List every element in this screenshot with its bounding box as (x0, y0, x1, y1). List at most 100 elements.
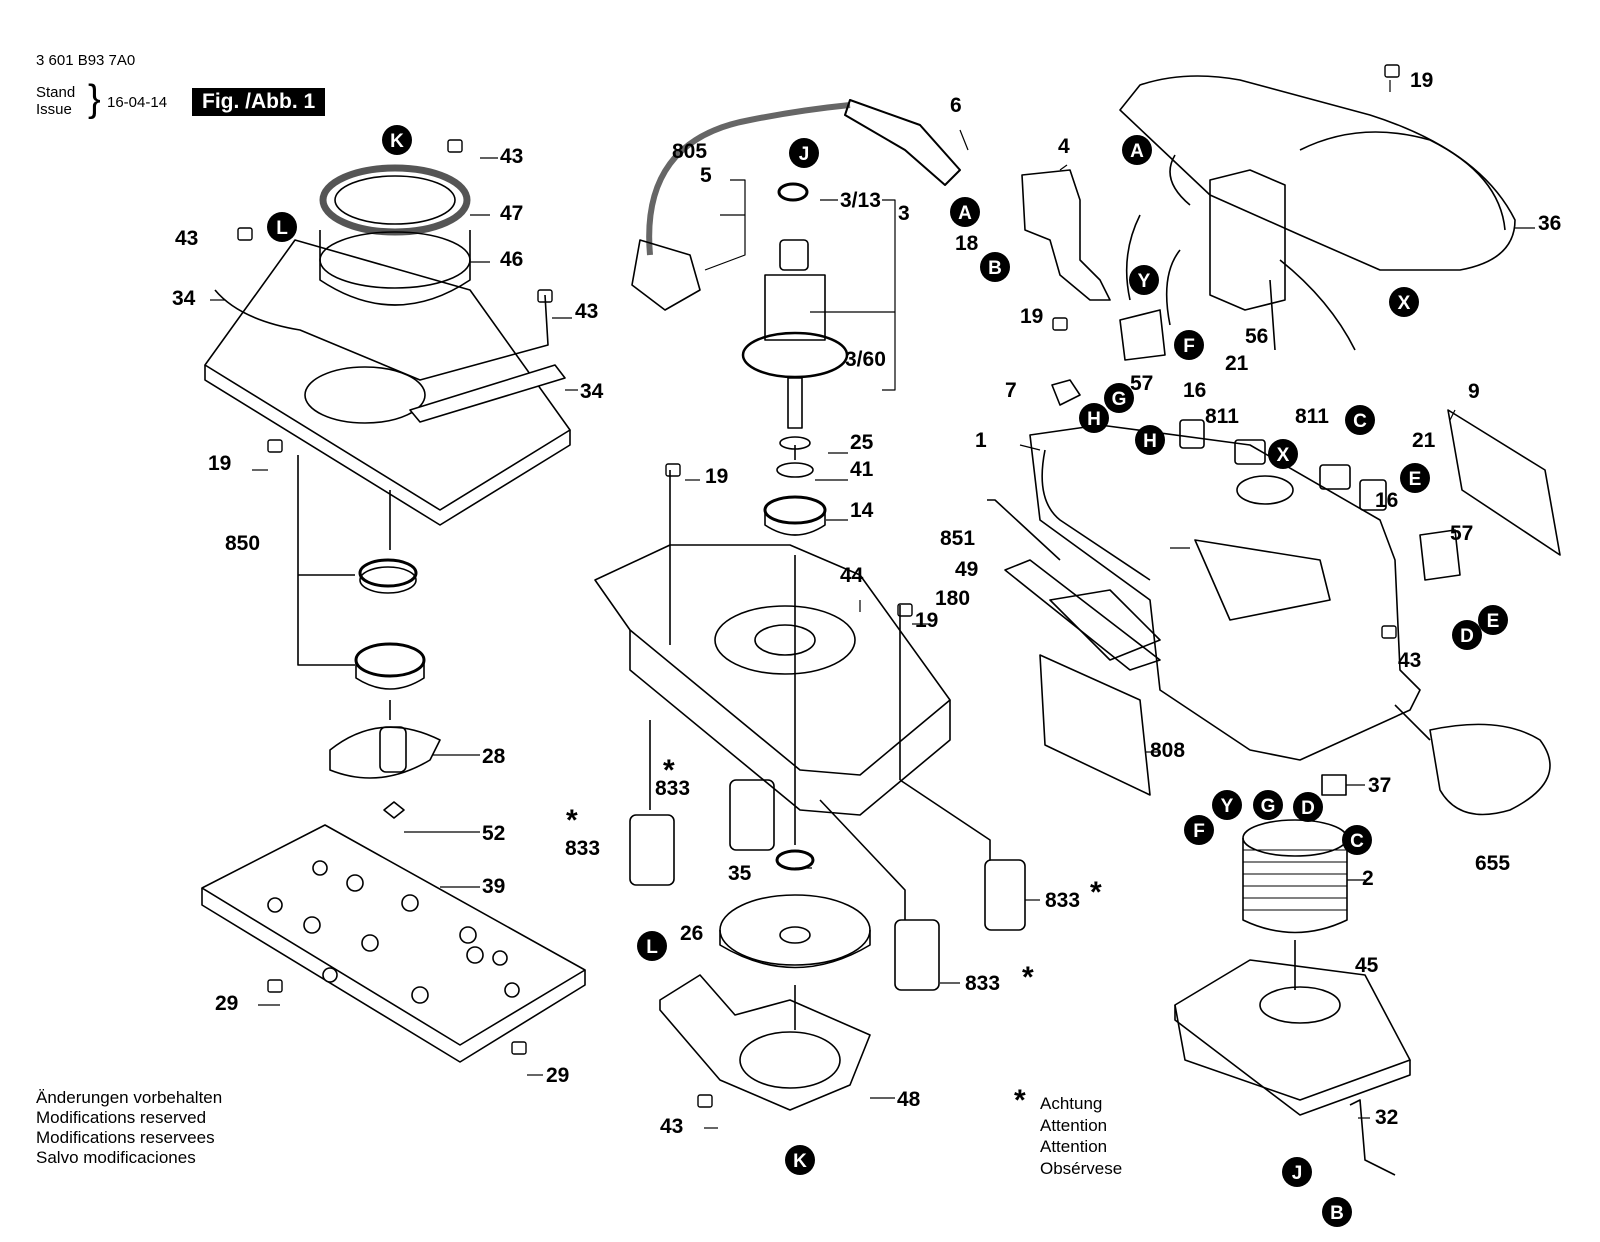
part-label: 19 (1410, 69, 1433, 92)
attention-asterisk: * (1022, 961, 1034, 994)
part-label: 19 (705, 465, 728, 488)
part-label: 29 (546, 1064, 569, 1087)
marker-circle (1282, 1157, 1312, 1187)
marker-letter: G (1112, 389, 1127, 410)
marker-circle (1129, 265, 1159, 295)
part-label: 811 (1295, 405, 1329, 428)
part-label: 180 (935, 587, 970, 610)
part-label: 47 (500, 202, 523, 225)
marker-b: B (1322, 1197, 1352, 1227)
marker-j: J (1282, 1157, 1312, 1187)
part-label: 41 (850, 458, 874, 481)
marker-letter: A (1130, 141, 1144, 162)
marker-letter: D (1460, 626, 1474, 647)
part-labels: 3/1333/602541144419191919194343434343474… (172, 69, 1561, 1138)
marker-g: G (1104, 383, 1134, 413)
part-label: 21 (1412, 429, 1436, 452)
marker-a: A (950, 197, 980, 227)
marker-h: H (1079, 403, 1109, 433)
part-label: 850 (225, 532, 260, 555)
part-label: 7 (1005, 379, 1017, 402)
note-line: Änderungen vorbehalten (36, 1088, 223, 1107)
marker-h: H (1135, 425, 1165, 455)
marker-circle (637, 931, 667, 961)
marker-circle (1104, 383, 1134, 413)
marker-y: Y (1212, 790, 1242, 820)
attention-line: Obsérvese (1040, 1158, 1123, 1178)
marker-circle (382, 125, 412, 155)
marker-f: F (1174, 330, 1204, 360)
marker-letter: H (1087, 409, 1101, 430)
marker-circle (1452, 620, 1482, 650)
part-label: 16 (1375, 489, 1398, 512)
part-label: 805 (672, 140, 707, 163)
attention-line: Attention (1040, 1115, 1108, 1135)
marker-y: Y (1129, 265, 1159, 295)
part-label: 833 (1045, 889, 1080, 912)
marker-circle (789, 138, 819, 168)
attention-line: Attention (1040, 1137, 1108, 1156)
marker-letter: X (1277, 445, 1290, 466)
part-label: 3/13 (840, 189, 881, 212)
part-label: 9 (1468, 380, 1480, 403)
marker-x: X (1389, 287, 1419, 317)
marker-letter: C (1350, 831, 1364, 852)
part-label: 29 (215, 992, 238, 1015)
marker-f: F (1184, 815, 1214, 845)
part-label: 811 (1205, 405, 1239, 428)
marker-letter: J (1292, 1163, 1303, 1184)
marker-letter: H (1143, 431, 1157, 452)
part-label: 19 (1020, 305, 1043, 328)
attention-asterisk: * (566, 804, 578, 837)
marker-g: G (1253, 790, 1283, 820)
marker-letter: F (1183, 336, 1195, 357)
marker-c: C (1345, 405, 1375, 435)
marker-circle (1400, 463, 1430, 493)
marker-letter: A (958, 203, 972, 224)
marker-e: E (1400, 463, 1430, 493)
marker-b: B (980, 252, 1010, 282)
marker-circle (1122, 135, 1152, 165)
marker-d: D (1293, 792, 1323, 822)
part-label: 1 (975, 429, 987, 452)
footer-notes: Änderungen vorbehalten Modifications res… (36, 1088, 222, 1168)
attention-asterisk: * (1090, 876, 1102, 909)
part-label: 35 (728, 862, 752, 885)
marker-circle (1345, 405, 1375, 435)
part-label: 43 (575, 300, 598, 323)
marker-x: X (1268, 439, 1298, 469)
part-label: 39 (482, 875, 505, 898)
part-label: 833 (965, 972, 1000, 995)
part-label: 4 (1058, 135, 1070, 158)
marker-k: K (382, 125, 412, 155)
part-label: 21 (1225, 352, 1249, 375)
part-label: 43 (500, 145, 523, 168)
part-label: 48 (897, 1088, 921, 1111)
brace-glyph: } (88, 78, 101, 120)
note-line: Modifications reservees (36, 1128, 215, 1147)
marker-l: L (267, 212, 297, 242)
marker-circle (1293, 792, 1323, 822)
marker-letter: G (1261, 796, 1276, 817)
marker-letter: Y (1138, 271, 1151, 292)
marker-letter: L (276, 218, 288, 239)
part-label: 19 (208, 452, 231, 475)
marker-letter: X (1398, 293, 1411, 314)
marker-letter: E (1409, 469, 1422, 490)
marker-letter: E (1487, 611, 1500, 632)
part-label: 25 (850, 431, 874, 454)
part-label: 43 (1398, 649, 1421, 672)
marker-letter: C (1353, 411, 1367, 432)
part-label: 49 (955, 558, 978, 581)
marker-c: C (1342, 825, 1372, 855)
marker-circle (1389, 287, 1419, 317)
marker-a: A (1122, 135, 1152, 165)
marker-j: J (789, 138, 819, 168)
part-label: 19 (915, 609, 938, 632)
part-label: 52 (482, 822, 505, 845)
part-label: 6 (950, 94, 962, 117)
marker-letter: D (1301, 798, 1315, 819)
marker-l: L (637, 931, 667, 961)
marker-circle (1135, 425, 1165, 455)
